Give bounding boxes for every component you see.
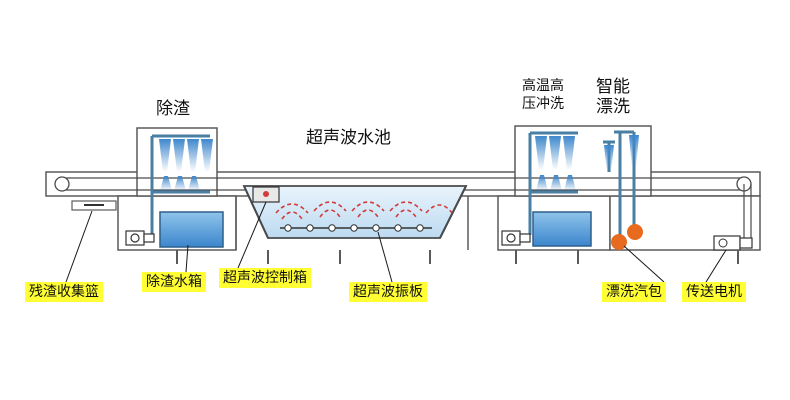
leader-lines <box>65 201 727 283</box>
rinse-steam-bag-callout: 漂洗汽包 <box>602 282 666 302</box>
drive-motor <box>713 184 753 251</box>
ultrasonic-control-box <box>252 186 280 203</box>
slag-removal-sprays <box>150 134 213 235</box>
ultrasonic-vibration-plate-callout: 超声波振板 <box>349 282 427 302</box>
ultrasonic-control-box-callout: 超声波控制箱 <box>219 268 311 288</box>
high-pressure-label-line2: 压冲洗 <box>522 96 564 112</box>
ultrasonic-pool <box>242 185 468 239</box>
smart-rinse-label-line2: 漂洗 <box>596 97 630 117</box>
high-pressure-sprays <box>528 131 578 235</box>
slag-removal-section-label: 除渣 <box>156 99 190 119</box>
slag-basket-callout: 残渣收集篮 <box>25 282 103 302</box>
rinse-water-tank <box>532 211 592 247</box>
ultrasonic-pool-title: 超声波水池 <box>306 128 391 148</box>
drive-motor-callout: 传送电机 <box>682 282 746 302</box>
machine-legs <box>176 250 739 264</box>
slag-basket <box>71 200 117 211</box>
slag-pump <box>125 230 155 246</box>
slag-water-tank <box>159 211 224 248</box>
slag-tank-callout: 除渣水箱 <box>142 272 206 292</box>
rinse-pump <box>501 230 531 246</box>
rinse-steam-bag <box>611 224 643 250</box>
smart-rinse-label-line1: 智能 <box>596 77 630 97</box>
ultrasonic-vibration-plate <box>280 224 432 232</box>
smart-rinse-pipes <box>603 130 639 240</box>
ultrasonic-waves <box>275 201 453 220</box>
high-pressure-label-line1: 高温高 <box>522 78 564 94</box>
